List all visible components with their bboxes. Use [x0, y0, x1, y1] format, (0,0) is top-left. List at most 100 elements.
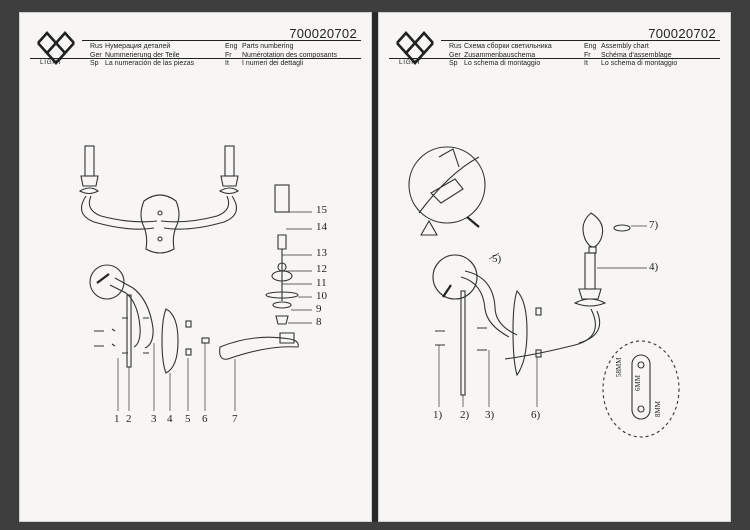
lang-title: Nummerierung der Teile — [105, 51, 180, 59]
lang-title: Lo schema di montaggio — [464, 60, 541, 68]
callout-6: 6 — [202, 413, 208, 425]
callout-5: 5) — [492, 253, 502, 265]
candle-sleeve-right — [224, 145, 235, 177]
mount-bar — [126, 294, 132, 368]
callout-10: 10 — [316, 290, 327, 302]
callout-7: 7 — [232, 413, 238, 425]
part-cup — [161, 308, 179, 374]
screwdriver-icon — [442, 284, 452, 298]
candle-cup-right — [220, 175, 239, 187]
lang-code: Rus — [449, 43, 462, 50]
lang-code: It — [584, 60, 588, 68]
lang-title: Schéma d'assemblage — [601, 51, 672, 59]
brand-logo-icon — [396, 31, 434, 65]
callout-12: 12 — [316, 263, 327, 275]
candle-sleeve-left — [84, 145, 95, 177]
logo-text: LIGHT — [40, 59, 63, 66]
callout-2: 2 — [126, 413, 132, 425]
callout-11: 11 — [316, 277, 327, 289]
back-plate — [512, 289, 528, 377]
callout-7: 7) — [649, 219, 659, 231]
lang-code: Ger — [449, 51, 461, 59]
warning-triangle-icon — [420, 219, 438, 236]
callout-8: 8 — [316, 316, 322, 328]
callout-3: 3 — [151, 413, 157, 425]
callout-5: 5 — [185, 413, 191, 425]
lang-code: Eng — [225, 43, 238, 50]
callout-1: 1) — [433, 409, 443, 421]
candle-cup-left — [80, 175, 99, 187]
detail-circle-small — [432, 254, 478, 300]
parts-diagram — [78, 145, 312, 411]
drip-pan-left — [78, 187, 100, 195]
dim-6mm: 6MM — [634, 375, 642, 391]
callout-9: 9 — [316, 303, 322, 315]
callout-2: 2) — [460, 409, 470, 421]
callout-3: 3) — [485, 409, 495, 421]
dimension-detail — [602, 340, 680, 438]
callout-4: 4 — [167, 413, 173, 425]
lang-title: Assembly chart — [601, 43, 649, 50]
logo-text: LIGHT — [399, 59, 422, 66]
screwdriver-icon — [96, 273, 110, 284]
part-sleeve — [274, 184, 290, 213]
lang-title: Numérotation des composants — [242, 51, 337, 59]
product-code: 700020702 — [289, 26, 357, 41]
back-plate — [140, 194, 180, 254]
lang-code: Fr — [225, 51, 232, 59]
callout-13: 13 — [316, 247, 327, 259]
header-rule — [389, 58, 720, 59]
detail-circle-large — [408, 146, 486, 224]
lang-title: I numeri dei dettagli — [242, 60, 304, 68]
callout-4: 4) — [649, 261, 659, 273]
lang-code: Sp — [449, 60, 458, 68]
product-code: 700020702 — [648, 26, 716, 41]
binding-spine — [372, 12, 378, 522]
assembly-diagram — [408, 146, 680, 438]
header-top-rule — [441, 40, 720, 41]
lang-code: It — [225, 60, 229, 68]
part-bulb-holder — [277, 234, 287, 250]
lang-title: La numeración de las piezas — [105, 60, 195, 68]
lang-title: Zusammenbauschema — [464, 51, 536, 59]
lang-code: Fr — [584, 51, 591, 59]
arm-right — [163, 195, 238, 230]
candle-sleeve — [584, 252, 596, 290]
arm — [504, 308, 596, 360]
lang-code: Sp — [90, 60, 99, 68]
lang-title: Parts numbering — [242, 43, 294, 50]
dim-58mm: 58MM — [615, 357, 623, 377]
candle-bulb-icon — [582, 212, 604, 248]
brand-logo-icon — [37, 31, 75, 65]
lang-code: Rus — [90, 43, 103, 50]
lang-code: Ger — [90, 51, 102, 59]
language-row: Sp Lo schema di montaggio It Lo schema di m… — [449, 60, 677, 69]
callout-15: 15 — [316, 204, 327, 216]
lang-title: Схема сборки светильника — [464, 43, 552, 50]
dim-8mm: 8MM — [654, 401, 662, 417]
callout-14: 14 — [316, 221, 327, 233]
header-rule — [30, 58, 361, 59]
detail-circle — [89, 264, 125, 300]
lang-title: Нумерация деталей — [105, 43, 171, 50]
part-ring — [613, 224, 631, 232]
language-row: Sp La numeración de las piezas It I numeri … — [90, 60, 337, 69]
drip-pan-right — [218, 187, 240, 195]
header-top-rule — [82, 40, 361, 41]
part-nut — [201, 337, 210, 344]
part-arm — [219, 336, 299, 360]
lang-code: Eng — [584, 43, 597, 50]
callout-1: 1 — [114, 413, 120, 425]
lang-title: Lo schema di montaggio — [601, 60, 678, 68]
screwdriver-icon — [466, 216, 480, 228]
mount-bar — [460, 290, 466, 396]
arm-left — [80, 195, 155, 230]
callout-6: 6) — [531, 409, 541, 421]
